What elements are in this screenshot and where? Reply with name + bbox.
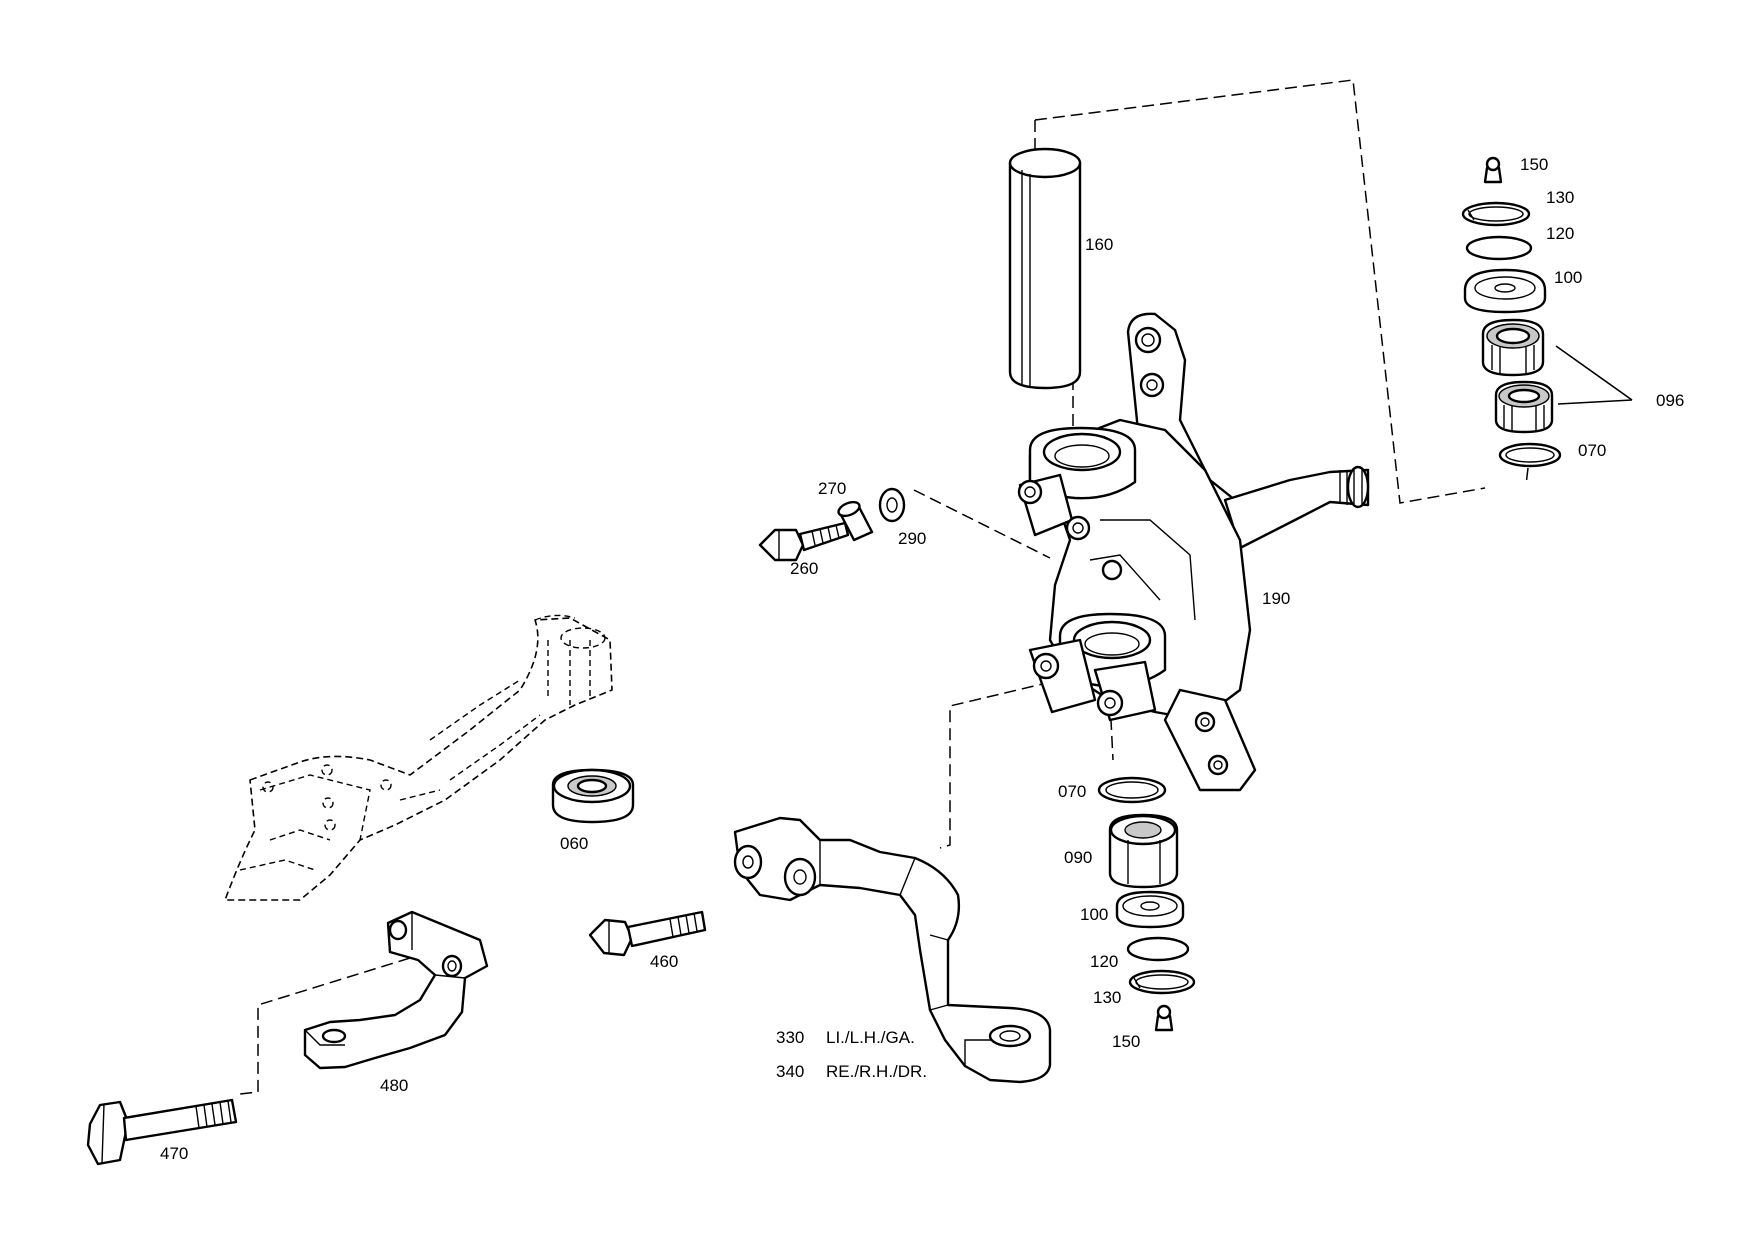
part-096-needle-bearing-a bbox=[1481, 318, 1545, 377]
label-330-number: 330 bbox=[776, 1028, 804, 1047]
label-270: 270 bbox=[818, 479, 846, 498]
part-160-king-pin bbox=[1008, 147, 1082, 390]
part-labels: 150 130 120 100 096 070 160 270 290 260 … bbox=[160, 155, 1684, 1163]
label-100-bottom: 100 bbox=[1080, 905, 1108, 924]
label-340-number: 340 bbox=[776, 1062, 804, 1081]
label-480: 480 bbox=[380, 1076, 408, 1095]
part-460-bolt bbox=[588, 910, 707, 957]
part-130-snap-ring-top bbox=[1461, 201, 1531, 227]
label-290: 290 bbox=[898, 529, 926, 548]
label-190: 190 bbox=[1262, 589, 1290, 608]
label-340-text: RE./R.H./DR. bbox=[826, 1062, 927, 1081]
label-120-top: 120 bbox=[1546, 224, 1574, 243]
assembly-guide-lines bbox=[239, 79, 1529, 1095]
part-270-sleeve bbox=[837, 500, 874, 542]
part-070-seal-ring-top bbox=[1498, 442, 1562, 468]
part-150-grease-nipple-top bbox=[1483, 156, 1503, 184]
label-150-bottom: 150 bbox=[1112, 1032, 1140, 1051]
label-090: 090 bbox=[1064, 848, 1092, 867]
part-100-cover-top bbox=[1463, 268, 1547, 314]
part-150-grease-nipple-bottom bbox=[1154, 1004, 1174, 1032]
label-096: 096 bbox=[1656, 391, 1684, 410]
part-096-needle-bearing-b bbox=[1494, 380, 1554, 434]
part-090-bushing bbox=[1108, 813, 1179, 889]
part-260-bolt bbox=[758, 521, 850, 562]
part-130-snap-ring-bottom bbox=[1128, 969, 1196, 995]
leader-lines-096 bbox=[1555, 345, 1633, 405]
part-070-seal-ring-bottom bbox=[1097, 776, 1167, 804]
part-060-bearing bbox=[551, 768, 635, 824]
label-120-bottom: 120 bbox=[1090, 952, 1118, 971]
part-470-bolt bbox=[86, 1098, 238, 1166]
label-330-text: LI./L.H./GA. bbox=[826, 1028, 915, 1047]
part-120-o-ring-bottom bbox=[1126, 936, 1190, 962]
label-470: 470 bbox=[160, 1144, 188, 1163]
part-120-o-ring-top bbox=[1465, 235, 1533, 261]
part-100-cover-bottom bbox=[1115, 890, 1185, 929]
label-070-top: 070 bbox=[1578, 441, 1606, 460]
label-130-top: 130 bbox=[1546, 188, 1574, 207]
axle-beam-ghost bbox=[224, 614, 613, 901]
part-330-340-steering-arm bbox=[733, 816, 1052, 1084]
part-290-washer bbox=[878, 487, 906, 523]
label-100-top: 100 bbox=[1554, 268, 1582, 287]
part-190-steering-knuckle bbox=[1017, 312, 1370, 792]
label-070-bottom: 070 bbox=[1058, 782, 1086, 801]
label-160: 160 bbox=[1085, 235, 1113, 254]
label-460: 460 bbox=[650, 952, 678, 971]
label-130-bottom: 130 bbox=[1093, 988, 1121, 1007]
label-060: 060 bbox=[560, 834, 588, 853]
part-480-bracket bbox=[303, 910, 489, 1070]
label-260: 260 bbox=[790, 559, 818, 578]
label-150-top: 150 bbox=[1520, 155, 1548, 174]
